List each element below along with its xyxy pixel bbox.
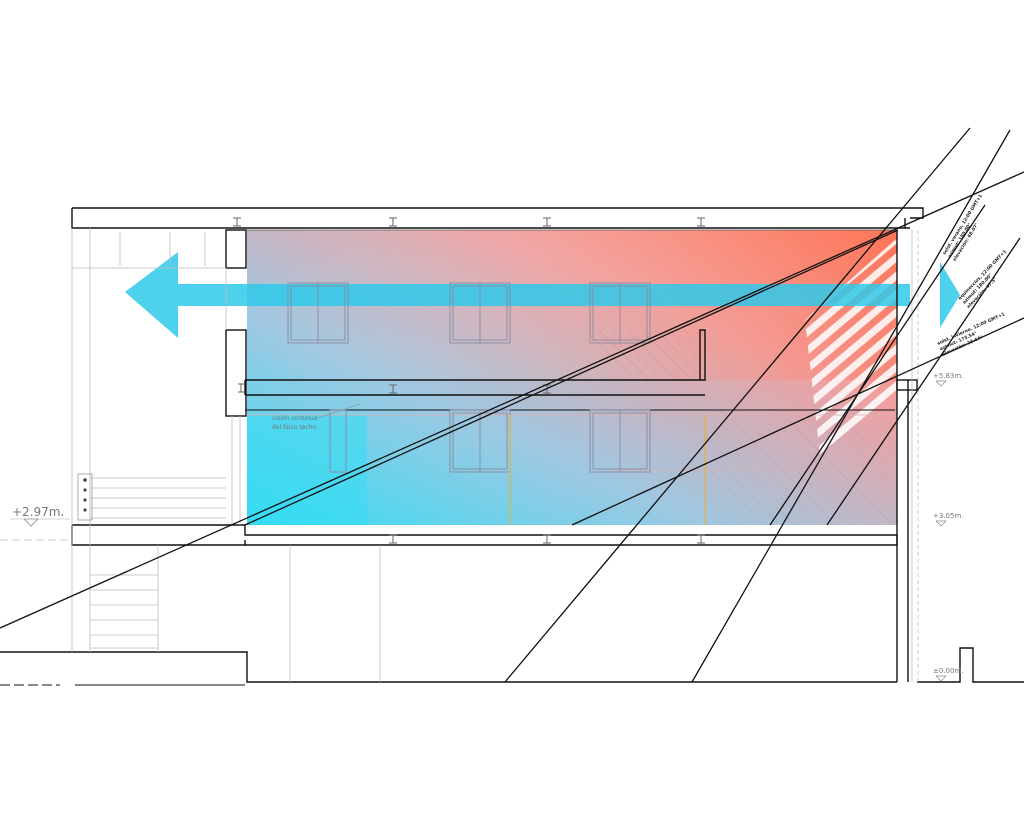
level-markers: +2.97m. +5.83m. +3.05m. ±0.00m. bbox=[10, 372, 964, 682]
construction-lines bbox=[0, 228, 919, 682]
level-label-upper: +5.83m. bbox=[933, 372, 964, 380]
airflow-arrow bbox=[125, 252, 960, 338]
beam-markers bbox=[233, 217, 705, 544]
sun-angle-equinox: equinoccios, 12:00 GMT+1 azimut: 180.00°… bbox=[957, 249, 1008, 310]
level-label-ground: ±0.00m. bbox=[933, 667, 964, 675]
yellow-posts bbox=[509, 415, 706, 525]
level-label-left: +2.97m. bbox=[12, 505, 64, 519]
annotation-line-1: visión continua bbox=[272, 415, 318, 422]
structure bbox=[0, 207, 1024, 686]
stair-markers bbox=[77, 473, 93, 521]
sun-angle-winter: solst. invierno, 12:00 GMT+1 azimut: 173… bbox=[936, 311, 1006, 357]
windows bbox=[287, 282, 651, 473]
annotation-line-2: del falso techo bbox=[272, 424, 316, 431]
ceiling-annotation: visión continua del falso techo bbox=[272, 403, 361, 431]
sun-rays bbox=[0, 127, 1024, 683]
level-label-middle: +3.05m. bbox=[933, 512, 964, 520]
